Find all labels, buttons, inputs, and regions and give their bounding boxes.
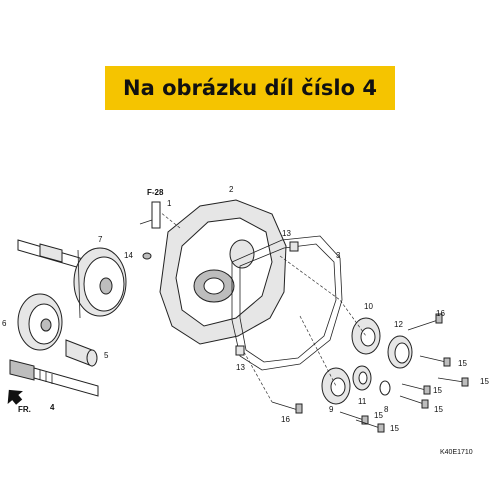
callout-10: 10	[364, 302, 373, 311]
part-2-crankcase-cover[interactable]	[159, 199, 287, 345]
callout-12: 12	[394, 320, 403, 329]
banner-text: Na obrázku díl číslo 4	[123, 76, 377, 100]
callout-11: 11	[358, 397, 367, 406]
callout-8: 8	[384, 405, 389, 414]
part-12-oil-seal[interactable]	[387, 335, 413, 369]
callout-15d: 15	[434, 405, 443, 414]
part-8-washer[interactable]	[379, 380, 391, 396]
part-7-gear-shaft[interactable]	[17, 239, 127, 319]
callout-16a: 16	[436, 309, 445, 318]
part-13-dowel[interactable]	[235, 241, 299, 356]
callout-5: 5	[104, 351, 109, 360]
direction-label: FR.	[18, 405, 31, 414]
part-5-pinion[interactable]	[65, 339, 98, 367]
part-number-banner: Na obrázku díl číslo 4	[105, 66, 395, 110]
part-11-seal[interactable]	[352, 365, 372, 391]
front-direction-arrow: FR.	[7, 389, 31, 414]
callout-15b: 15	[480, 377, 489, 386]
reference-label: F-28	[147, 188, 164, 197]
callout-2: 2	[229, 185, 234, 194]
callout-4: 4	[50, 403, 55, 412]
callout-9: 9	[329, 405, 334, 414]
callout-15c: 15	[433, 386, 442, 395]
callout-1: 1	[167, 199, 172, 208]
callout-15a: 15	[458, 359, 467, 368]
part-10-bearing[interactable]	[351, 317, 381, 355]
callout-16b: 16	[281, 415, 290, 424]
part-9-bearing[interactable]	[321, 367, 351, 405]
part-6-gear[interactable]	[17, 293, 63, 351]
callout-7: 7	[98, 235, 103, 244]
callout-13b: 13	[236, 363, 245, 372]
drawing-code: K40E1710	[440, 449, 473, 456]
part-4-final-shaft[interactable]	[9, 359, 99, 397]
callout-15f: 15	[390, 424, 399, 433]
callout-3: 3	[336, 251, 341, 260]
callout-15e: 15	[374, 411, 383, 420]
part-16-bolts[interactable]	[271, 313, 443, 414]
callout-6: 6	[2, 319, 7, 328]
callout-13a: 13	[282, 229, 291, 238]
part-15-bolts[interactable]	[339, 355, 469, 433]
callout-14: 14	[124, 251, 133, 260]
part-14-clip[interactable]	[142, 252, 152, 260]
part-1-pin[interactable]	[139, 201, 161, 229]
part-3-gasket[interactable]	[231, 235, 343, 371]
